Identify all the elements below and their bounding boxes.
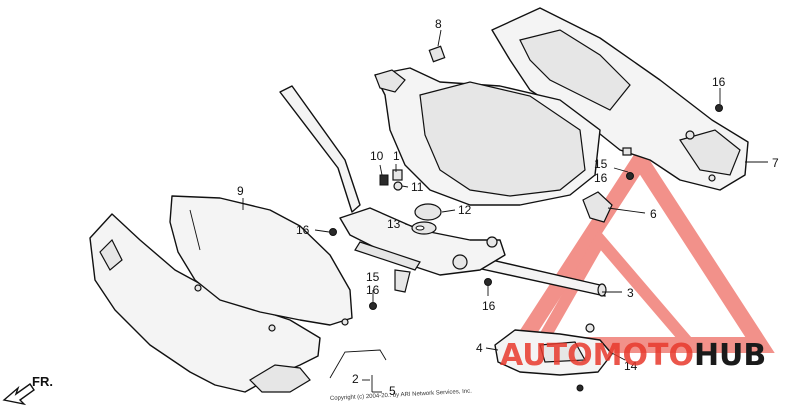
callout-4: 4 [476,341,483,355]
callout-16-left: 16 [296,223,310,237]
callout-10: 10 [370,149,384,163]
leader-lines [242,29,768,393]
watermark-hub: HUB [694,338,766,373]
callout-11: 11 [411,180,424,194]
watermark-logo [505,145,775,353]
callout-2: 2 [352,372,359,386]
callout-3: 3 [627,286,634,300]
upper-cover [374,67,601,206]
front-direction-arrow: FR. [2,374,53,406]
watermark-auto: AUTO [500,338,593,373]
windscreen-part-9 [169,195,353,332]
watermark-moto: MOTO [593,338,694,373]
rod-part-2 [329,349,387,379]
callout-15-left: 15 [366,270,380,284]
callout-6: 6 [650,207,657,221]
callout-9: 9 [237,184,244,198]
callout-16-top-right: 16 [712,75,726,89]
callouts: 8 16 7 10 1 11 15 16 9 12 6 16 13 15 16 … [237,17,779,398]
rear-cover-part-7 [491,7,749,191]
callout-5: 5 [389,384,396,398]
callout-16-center: 16 [366,283,380,297]
copyright-text: Copyright (c) 2004-20.. by ARI Network S… [330,389,473,402]
handlebar-mount [339,207,506,293]
callout-1: 1 [393,149,400,163]
callout-16-right: 16 [594,171,608,185]
arrow-icon [2,383,35,406]
svg-text:AUTOMOTOHUB: AUTOMOTOHUB [500,338,766,373]
callout-15-right: 15 [594,157,608,171]
callout-8: 8 [435,17,442,31]
watermark-text: AUTOMOTOHUB [500,338,766,373]
callout-16-lower: 16 [482,299,496,313]
lower-cover-part-4 [494,329,613,376]
handlebar-pipe-part-3 [279,85,607,297]
callout-12: 12 [458,203,472,217]
fasteners [329,45,723,392]
callout-7: 7 [772,156,779,170]
callout-14: 14 [624,359,638,373]
front-cover [89,213,321,393]
direction-label: FR. [32,374,53,389]
callout-13: 13 [387,217,401,231]
